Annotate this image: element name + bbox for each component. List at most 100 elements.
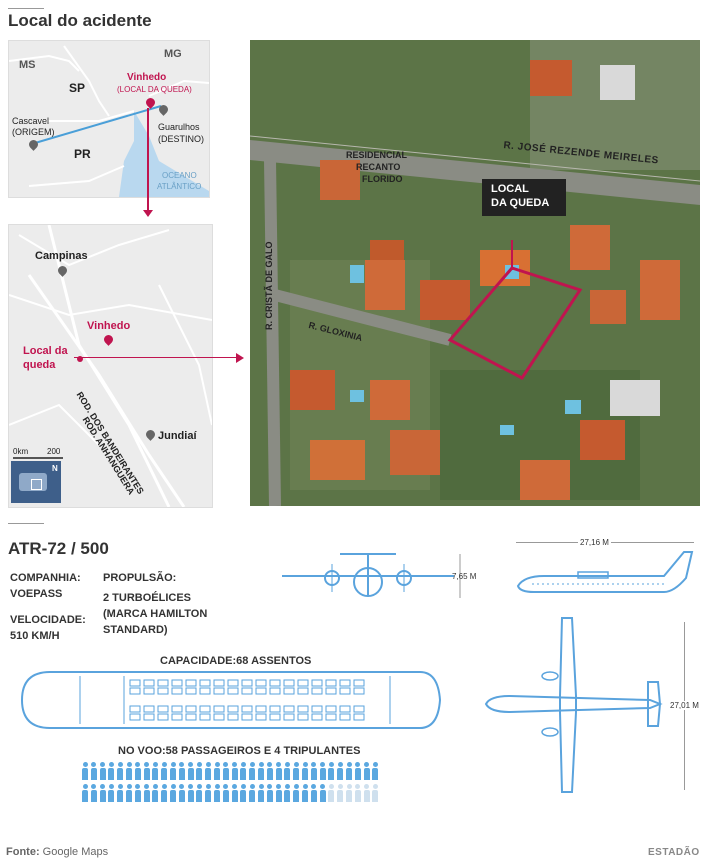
road-label-left: R. CRISTÃ DE GALO	[264, 241, 274, 330]
top-rule	[8, 8, 44, 9]
person-icon	[82, 784, 88, 802]
seat	[143, 687, 155, 695]
seat	[339, 705, 351, 713]
seat	[143, 713, 155, 721]
person-icon	[134, 784, 141, 802]
wingspan-label: 27,01 M	[670, 701, 699, 710]
seat	[297, 687, 309, 695]
person-icon	[214, 762, 220, 780]
seat	[171, 679, 183, 687]
seat	[255, 687, 267, 695]
person-icon	[337, 762, 344, 780]
person-icon	[293, 784, 300, 802]
person-icon	[196, 784, 203, 802]
person-icon	[205, 784, 212, 802]
satellite-image: R. JOSÉ REZENDE MEIRELES R. CRISTÃ DE GA…	[250, 40, 700, 506]
residential-label-3: FLORIDO	[362, 174, 403, 184]
person-icon	[372, 762, 379, 780]
vinhedo-note: (LOCAL DA QUEDA)	[117, 85, 192, 94]
seat	[297, 679, 309, 687]
seat	[353, 705, 365, 713]
seat	[199, 687, 211, 695]
person-icon	[258, 762, 264, 780]
person-icon	[143, 784, 150, 802]
person-icon	[90, 784, 97, 802]
person-icon	[266, 784, 273, 802]
person-icon	[108, 784, 115, 802]
seat	[213, 713, 225, 721]
company-value: VOEPASS	[10, 588, 63, 600]
state-label-sp: SP	[69, 81, 86, 95]
map-connector-arrow-icon	[143, 210, 153, 217]
seat	[283, 679, 295, 687]
guarulhos-note: (DESTINO)	[158, 134, 204, 144]
compass-icon: N	[52, 464, 58, 473]
seat	[199, 679, 211, 687]
residential-label-2: RECANTO	[356, 162, 401, 172]
person-icon	[363, 784, 370, 802]
person-icon	[319, 784, 326, 802]
source-label: Fonte:	[6, 846, 40, 858]
person-icon	[302, 784, 308, 802]
person-icon	[170, 784, 176, 802]
campinas-label: Campinas	[35, 250, 88, 262]
seat	[297, 705, 309, 713]
seat	[157, 713, 169, 721]
person-icon	[187, 784, 194, 802]
satellite-connector-line	[74, 357, 238, 358]
height-label: 7,65 M	[452, 572, 477, 581]
seat	[269, 687, 281, 695]
ocean-label-1: OCEANO	[162, 171, 197, 180]
seat	[199, 713, 211, 721]
seat	[185, 679, 197, 687]
speed-label: VELOCIDADE:	[10, 614, 86, 626]
seat	[157, 705, 169, 713]
person-icon	[275, 762, 282, 780]
seat	[213, 705, 225, 713]
person-icon	[337, 784, 344, 802]
person-icon	[328, 762, 335, 780]
state-label-mg: MG	[164, 48, 182, 60]
person-icon	[152, 762, 159, 780]
seat	[269, 679, 281, 687]
seat	[213, 679, 225, 687]
seat	[171, 713, 183, 721]
inset-map: N	[11, 461, 61, 503]
person-icon	[205, 762, 212, 780]
guarulhos-label: Guarulhos	[158, 122, 200, 132]
crash-dot	[77, 356, 83, 362]
state-label-pr: PR	[74, 147, 91, 161]
seat	[227, 687, 239, 695]
person-icon	[310, 784, 317, 802]
person-icon	[293, 762, 300, 780]
ocean-label-2: ATLÂNTICO	[157, 182, 202, 191]
jundiai-label: Jundiaí	[158, 430, 197, 442]
people-grid	[82, 762, 382, 804]
person-icon	[372, 784, 379, 802]
seat	[255, 679, 267, 687]
seat	[213, 687, 225, 695]
propulsion-line-1: 2 TURBOÉLICES	[103, 592, 192, 604]
seat	[185, 713, 197, 721]
person-icon	[143, 762, 150, 780]
seat	[129, 679, 141, 687]
seat	[129, 687, 141, 695]
seat	[143, 679, 155, 687]
person-icon	[90, 762, 97, 780]
cabin-seats	[129, 679, 365, 721]
crash-label-1: LOCAL	[491, 183, 529, 195]
person-icon	[178, 762, 185, 780]
person-icon	[117, 784, 124, 802]
speed-value: 510 KM/H	[10, 630, 60, 642]
seat	[353, 687, 365, 695]
seat	[255, 705, 267, 713]
person-icon	[108, 762, 115, 780]
seat	[241, 705, 253, 713]
seat	[325, 713, 337, 721]
person-icon	[82, 762, 88, 780]
length-label: 27,16 M	[578, 538, 611, 547]
residential-label-1: RESIDENCIAL	[346, 150, 408, 160]
seat	[339, 713, 351, 721]
vinhedo-region-label: Vinhedo	[87, 320, 131, 332]
satellite-connector-arrow-icon	[236, 353, 244, 363]
